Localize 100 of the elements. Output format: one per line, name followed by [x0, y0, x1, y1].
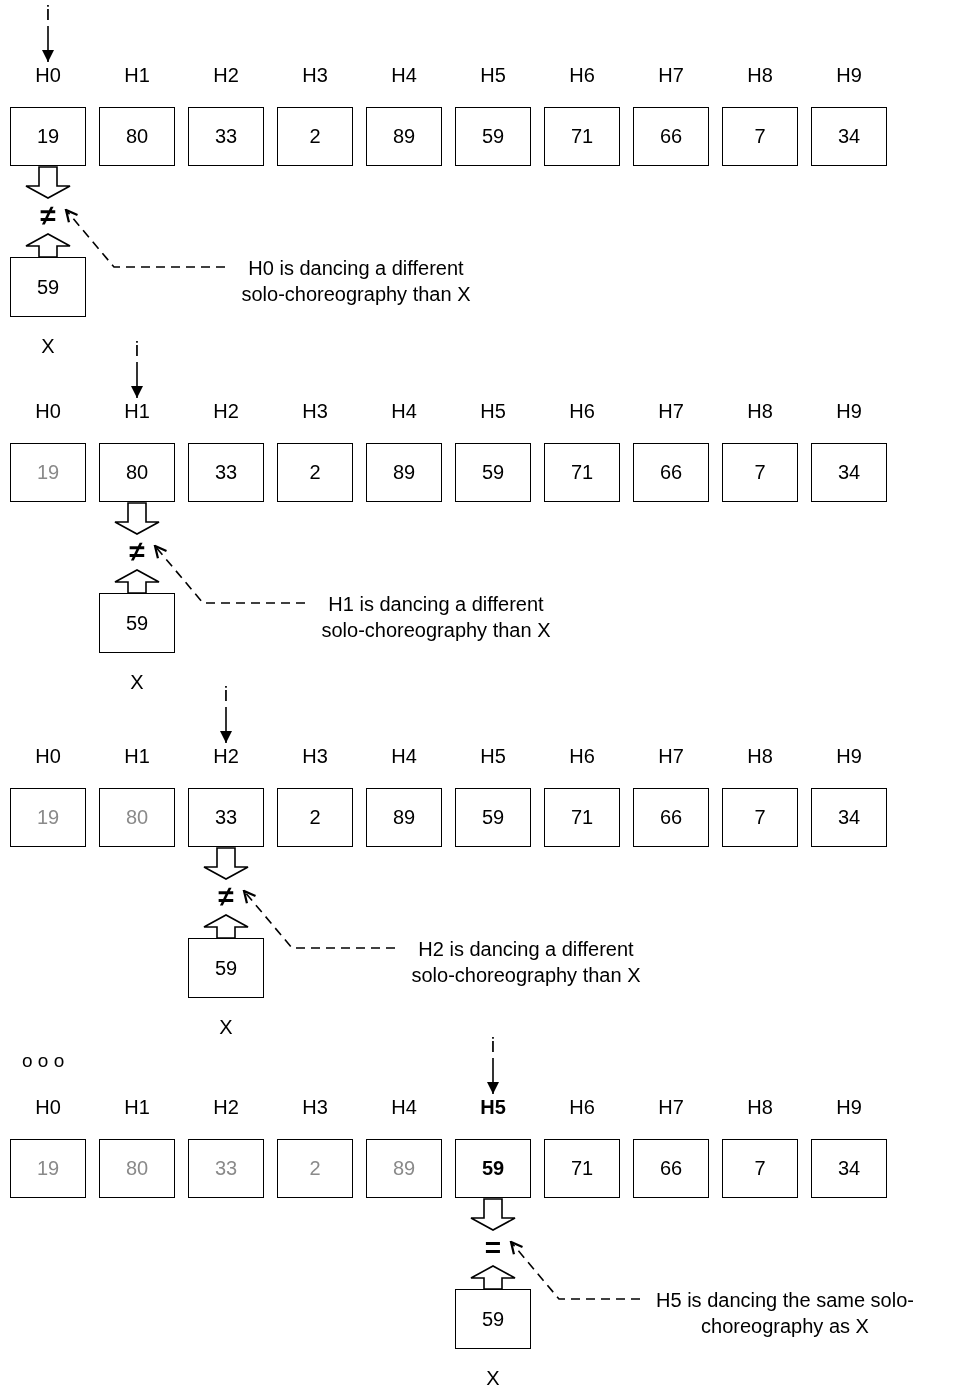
column-heading: H0: [34, 63, 62, 88]
block-arrow: [470, 1265, 516, 1290]
column-heading: H0: [34, 1095, 62, 1120]
value-box: 59: [455, 443, 531, 502]
column-heading: H7: [657, 63, 685, 88]
annotation-text: H2 is dancing a different solo-choreography than X: [395, 936, 657, 988]
value-box: 34: [811, 443, 887, 502]
pointer-arrow: [487, 1057, 499, 1095]
value-box: 71: [544, 788, 620, 847]
variable-label: X: [129, 670, 145, 695]
column-heading: H0: [34, 744, 62, 769]
annotation-text: H1 is dancing a different solo-choreography than X: [305, 591, 567, 643]
column-heading: H5: [479, 399, 507, 424]
column-heading: H6: [568, 744, 596, 769]
value-box: 33: [188, 443, 264, 502]
column-heading: H6: [568, 399, 596, 424]
value-box: 2: [277, 1139, 353, 1198]
column-heading: H7: [657, 1095, 685, 1120]
column-heading: H4: [390, 744, 418, 769]
comparison-sign: ≠: [30, 198, 66, 234]
column-heading: H8: [746, 63, 774, 88]
value-box: 33: [188, 107, 264, 166]
value-box: 59: [10, 257, 86, 317]
value-box: 59: [455, 1139, 531, 1198]
value-box: 19: [10, 788, 86, 847]
value-box: 7: [722, 1139, 798, 1198]
index-label: i: [211, 681, 241, 707]
column-heading: H4: [390, 63, 418, 88]
column-heading: H0: [34, 399, 62, 424]
value-box: 34: [811, 107, 887, 166]
value-box: 80: [99, 1139, 175, 1198]
value-box: 7: [722, 443, 798, 502]
column-heading: H1: [123, 744, 151, 769]
value-box: 89: [366, 1139, 442, 1198]
column-heading: H3: [301, 63, 329, 88]
block-arrow: [25, 166, 71, 199]
comparison-sign: ≠: [208, 879, 244, 915]
comparison-sign: =: [475, 1230, 511, 1266]
column-heading: H2: [212, 63, 240, 88]
value-box: 2: [277, 107, 353, 166]
value-box: 7: [722, 107, 798, 166]
value-box: 71: [544, 443, 620, 502]
value-box: 19: [10, 443, 86, 502]
column-heading: H9: [835, 1095, 863, 1120]
column-heading: H7: [657, 399, 685, 424]
value-box: 89: [366, 107, 442, 166]
column-heading: H2: [212, 744, 240, 769]
value-box: 34: [811, 788, 887, 847]
value-box: 33: [188, 788, 264, 847]
column-heading: H9: [835, 744, 863, 769]
annotation-text: H0 is dancing a different solo-choreography than X: [225, 255, 487, 307]
pointer-arrow: [131, 361, 143, 399]
column-heading: H1: [123, 1095, 151, 1120]
variable-label: X: [40, 334, 56, 359]
block-arrow: [203, 847, 249, 880]
value-box: 66: [633, 788, 709, 847]
value-box: 71: [544, 107, 620, 166]
dashed-arrow: [64, 208, 226, 268]
value-box: 59: [455, 1289, 531, 1349]
value-box: 2: [277, 788, 353, 847]
block-arrow: [114, 502, 160, 535]
column-heading: H2: [212, 399, 240, 424]
column-heading: H4: [390, 399, 418, 424]
block-arrow: [203, 914, 249, 939]
value-box: 34: [811, 1139, 887, 1198]
column-heading: H8: [746, 399, 774, 424]
value-box: 19: [10, 1139, 86, 1198]
value-box: 59: [188, 938, 264, 998]
ellipsis-label: o o o: [22, 1050, 65, 1072]
value-box: 66: [633, 1139, 709, 1198]
value-box: 80: [99, 107, 175, 166]
index-label: i: [478, 1032, 508, 1058]
dashed-arrow: [242, 889, 396, 949]
block-arrow: [470, 1198, 516, 1231]
value-box: 89: [366, 443, 442, 502]
column-heading: H3: [301, 744, 329, 769]
pointer-arrow: [42, 25, 54, 63]
column-heading: H9: [835, 63, 863, 88]
block-arrow: [114, 569, 160, 594]
column-heading: H5: [479, 1095, 507, 1120]
column-heading: H6: [568, 63, 596, 88]
value-box: 71: [544, 1139, 620, 1198]
dashed-arrow: [153, 544, 306, 604]
value-box: 2: [277, 443, 353, 502]
column-heading: H6: [568, 1095, 596, 1120]
column-heading: H2: [212, 1095, 240, 1120]
value-box: 80: [99, 788, 175, 847]
dashed-arrow: [509, 1240, 641, 1300]
variable-label: X: [485, 1366, 501, 1388]
column-heading: H8: [746, 1095, 774, 1120]
variable-label: X: [218, 1015, 234, 1040]
column-heading: H8: [746, 744, 774, 769]
column-heading: H4: [390, 1095, 418, 1120]
column-heading: H9: [835, 399, 863, 424]
value-box: 89: [366, 788, 442, 847]
value-box: 66: [633, 107, 709, 166]
value-box: 59: [455, 107, 531, 166]
value-box: 66: [633, 443, 709, 502]
column-heading: H1: [123, 63, 151, 88]
value-box: 80: [99, 443, 175, 502]
